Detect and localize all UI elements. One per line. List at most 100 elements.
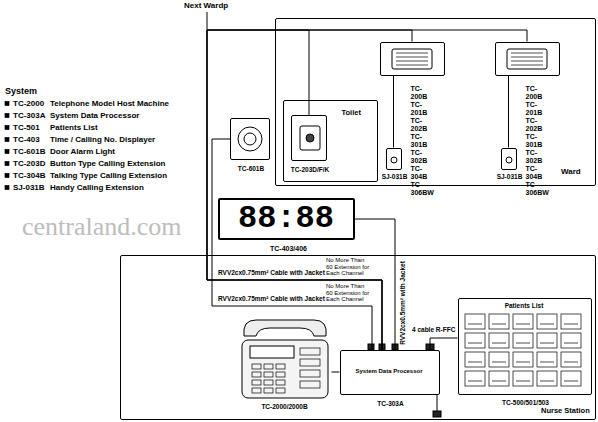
patient-cell-line	[516, 343, 530, 344]
node-text: 88:88	[220, 201, 352, 238]
phone-key	[252, 372, 261, 377]
patient-cell	[513, 333, 533, 348]
patient-cell	[465, 371, 485, 386]
patient-cell-line	[492, 343, 506, 344]
part-code: SJ-031B	[13, 183, 45, 192]
list-bullet	[5, 150, 9, 154]
patient-cell	[537, 333, 557, 348]
talking-extension: TC-200B TC-201B TC-202B TC-301B TC-302B …	[380, 42, 445, 76]
list-bullet	[5, 174, 9, 178]
phone-key	[264, 372, 273, 377]
patient-cell	[465, 352, 485, 367]
patient-cell-line	[564, 362, 578, 363]
phone-key	[276, 388, 285, 393]
part-code: TC-403	[13, 135, 40, 144]
phone-base	[242, 340, 328, 398]
part-code: TC-203D	[13, 159, 45, 168]
part-description: System Data Processor	[50, 111, 139, 120]
patient-cell	[537, 371, 557, 386]
toilet-room: TC-203D/F/KToilet	[283, 100, 378, 182]
list-bullet	[5, 102, 9, 106]
part-code: TC-304B	[13, 171, 45, 180]
patient-cell-line	[468, 343, 482, 344]
phone-function-key	[300, 348, 320, 355]
phone-key	[264, 364, 273, 369]
grille-line	[396, 65, 428, 66]
patient-cell	[465, 333, 485, 348]
patient-cell-line	[516, 381, 530, 382]
grille-line	[511, 61, 543, 62]
node-text: Ward	[561, 167, 581, 176]
nurse-station-region: TC-2000/2000BSystem Data ProcessorTC-303…	[120, 255, 596, 420]
patient-cell	[537, 352, 557, 367]
patient-cell-line	[564, 324, 578, 325]
phone-key	[264, 380, 273, 385]
grille-line	[396, 53, 428, 54]
patients-list-panel: Patients ListTC-500/501/503	[458, 298, 592, 395]
node-text: TC-200B TC-201B TC-202B TC-301B TC-302B …	[411, 85, 434, 198]
handy-extension: SJ-031B	[386, 148, 402, 170]
patient-cell-line	[540, 324, 554, 325]
cable-spec: RVV2cx0.75mm² Cable with Jacket	[218, 295, 325, 302]
grille-line	[396, 61, 428, 62]
toilet-button-plate	[300, 126, 320, 150]
node-text: Toilet	[342, 109, 361, 118]
cable	[508, 76, 509, 148]
patient-cell	[561, 314, 581, 329]
phone-key	[252, 388, 261, 393]
ward-region: TC-203D/F/KToiletTC-200B TC-201B TC-202B…	[275, 18, 596, 186]
patient-cell-line	[516, 324, 530, 325]
list-bullet	[5, 114, 9, 118]
patient-cell	[465, 314, 485, 329]
patient-cell-line	[540, 381, 554, 382]
part-code: TC-501	[13, 123, 40, 132]
phone-key	[276, 380, 285, 385]
part-code: TC-303A	[13, 111, 45, 120]
grille-line	[511, 57, 543, 58]
patient-cell	[537, 314, 557, 329]
patient-cell	[489, 314, 509, 329]
patient-cell-line	[492, 362, 506, 363]
part-description: Patients List	[50, 123, 98, 132]
handy-button	[391, 157, 397, 163]
node-text: SJ-031B	[486, 173, 534, 180]
part-code: TC-601B	[13, 147, 45, 156]
phone-key	[252, 380, 261, 385]
cable	[207, 30, 382, 350]
list-bullet	[5, 186, 9, 190]
wire-label: Next Wardp	[184, 1, 228, 10]
phone-function-key	[300, 381, 320, 388]
phone-key	[276, 372, 285, 377]
patient-cell-line	[492, 381, 506, 382]
next-ward-wire	[207, 12, 208, 30]
cable-label: 4 cable R-FFC	[411, 326, 456, 333]
node-text: TC-200B TC-201B TC-202B TC-301B TC-302B …	[526, 85, 549, 198]
cable	[332, 372, 340, 373]
phone-key	[276, 364, 285, 369]
power-cord	[437, 395, 438, 411]
node-text: TC-601B	[221, 165, 281, 172]
patient-cell-line	[540, 343, 554, 344]
phone-function-key	[300, 359, 320, 366]
cable	[212, 139, 372, 350]
power-plug	[433, 411, 441, 417]
patient-cell-line	[564, 343, 578, 344]
door-alarm-light: TC-601B	[230, 118, 270, 160]
patient-cell-line	[516, 362, 530, 363]
time-display: 88:88TC-403/406	[218, 198, 355, 240]
patient-cell	[513, 371, 533, 386]
list-heading: System	[5, 86, 37, 96]
part-description: Telephone Model Host Machine	[50, 99, 169, 108]
part-description: Talking Type Calling Extension	[50, 171, 167, 180]
part-description: Button Type Calling Extension	[50, 159, 165, 168]
patient-cell	[489, 352, 509, 367]
node-text: System Data Processor	[343, 368, 436, 375]
patient-cell-line	[492, 324, 506, 325]
toilet-button	[306, 134, 314, 142]
node-text: SJ-031B	[371, 173, 419, 180]
handy-button	[506, 157, 512, 163]
list-bullet	[5, 126, 9, 130]
speaker-grille	[507, 49, 547, 69]
phone-key	[252, 364, 261, 369]
list-bullet	[5, 138, 9, 142]
